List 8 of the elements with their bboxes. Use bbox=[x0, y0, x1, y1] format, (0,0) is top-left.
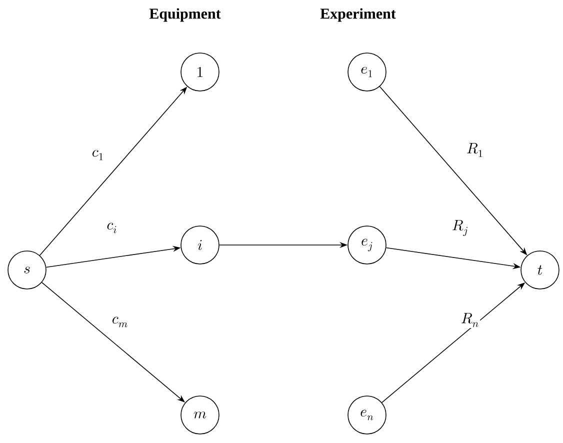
edge-label: $R_n$ bbox=[460, 312, 480, 328]
edge-label: $c_1$ bbox=[90, 148, 106, 162]
column-heading: Experiment bbox=[320, 8, 396, 22]
column-heading: Equipment bbox=[149, 8, 221, 22]
edge-label: $c_m$ bbox=[110, 316, 130, 328]
edge-label: $R_j$ bbox=[450, 218, 470, 238]
edge-label: $R_1$ bbox=[465, 142, 485, 158]
edge-label: $c_i$ bbox=[106, 222, 118, 234]
